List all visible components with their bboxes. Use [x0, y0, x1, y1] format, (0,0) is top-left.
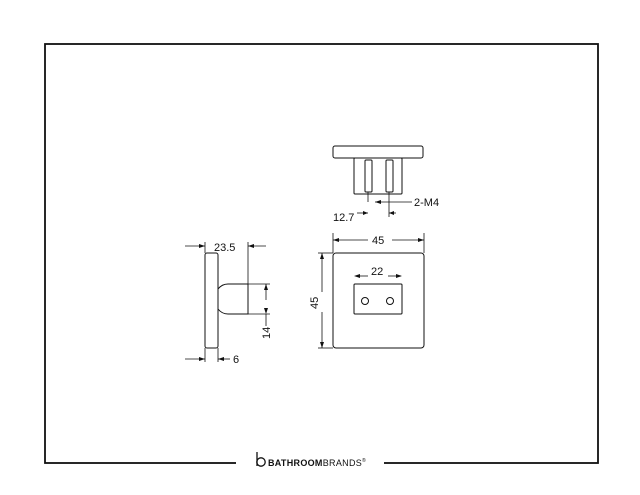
side-view — [185, 242, 270, 362]
svg-text:BATHROOMBRANDS®: BATHROOMBRANDS® — [268, 457, 366, 468]
top-view-pin-right — [385, 159, 394, 193]
width-label: 45 — [372, 235, 384, 247]
depth-label: 23.5 — [214, 242, 235, 254]
side-view-stem — [217, 283, 249, 315]
front-view-plate — [332, 252, 425, 349]
top-view-plate — [332, 145, 424, 159]
brand-logo: BATHROOMBRANDS® — [256, 452, 366, 468]
front-view-hole-left — [361, 297, 369, 305]
height-label: 45 — [309, 297, 321, 309]
top-view — [332, 145, 424, 217]
top-view-base — [353, 157, 403, 195]
front-view-base — [353, 283, 403, 315]
drawing-frame — [44, 43, 599, 464]
pin-spacing-label: 12.7 — [333, 212, 354, 224]
brand-mark-icon — [256, 452, 266, 467]
thread-callout-label: 2-M4 — [414, 197, 439, 209]
brand-name-bold: BATHROOM — [268, 458, 323, 468]
brand-name-light: BRANDS — [323, 458, 362, 468]
hole-spacing-label: 22 — [371, 266, 383, 278]
top-view-pin-left — [364, 159, 373, 193]
front-view — [318, 233, 425, 349]
logo-gap — [236, 458, 384, 468]
side-view-plate — [204, 252, 219, 349]
plate-thickness-label: 6 — [233, 354, 239, 366]
stem-height-label: 14 — [261, 327, 273, 339]
front-view-hole-right — [386, 297, 394, 305]
brand-registered-mark: ® — [362, 457, 366, 464]
